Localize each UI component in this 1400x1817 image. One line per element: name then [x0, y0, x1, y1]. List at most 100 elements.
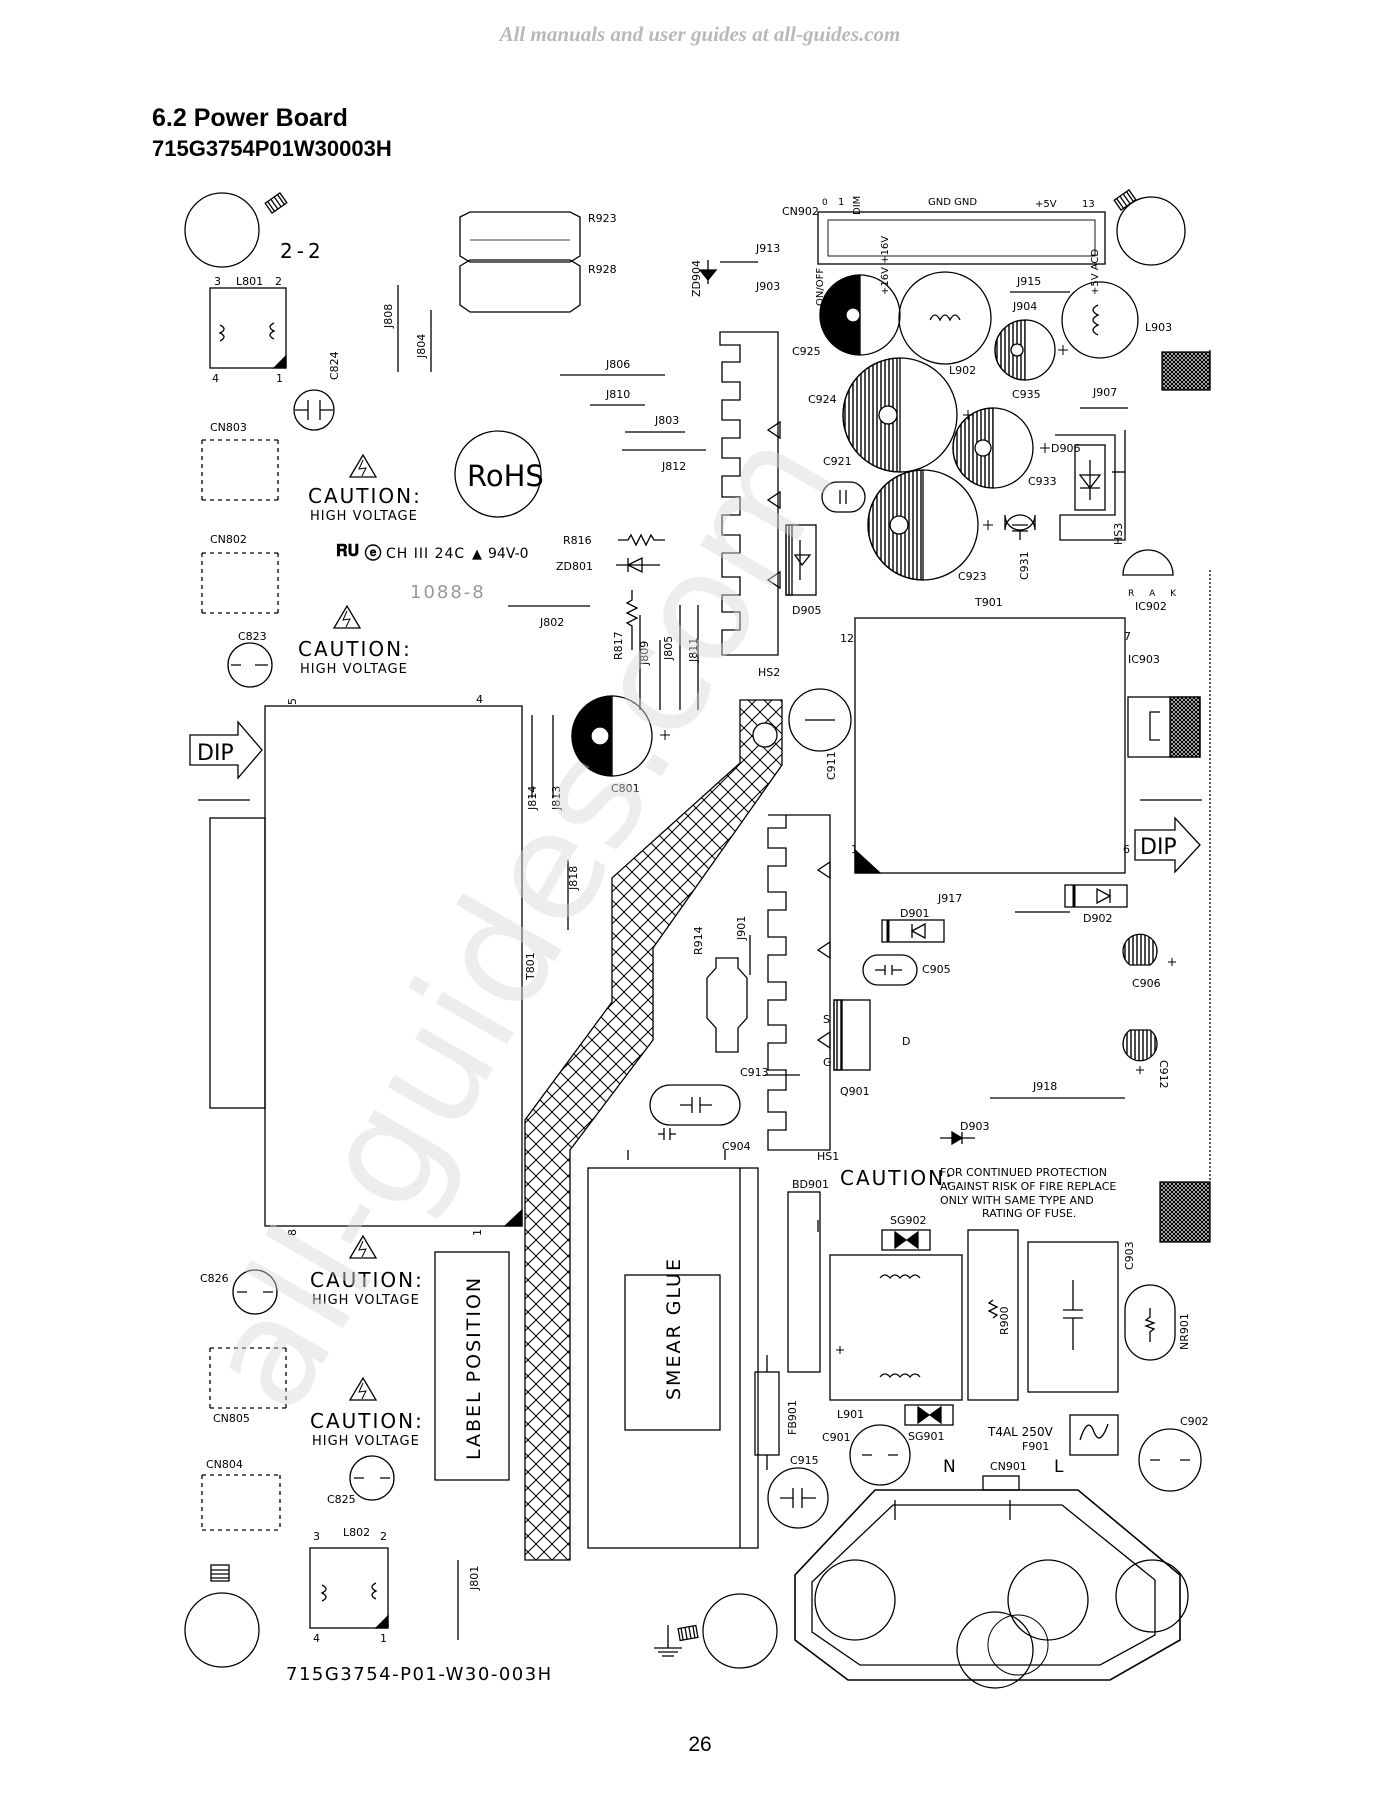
designator-r923: R923 — [588, 212, 617, 225]
designator-c906: C906 — [1132, 977, 1161, 990]
ferrite-fb901 — [754, 1355, 780, 1470]
pin-t901-1: 1 — [851, 843, 858, 856]
caution-title-2: CAUTION: — [298, 637, 412, 661]
designator-hs3: HS3 — [1112, 523, 1125, 545]
designator-cn802: CN802 — [210, 533, 247, 546]
designator-c826: C826 — [200, 1272, 229, 1285]
capacitor-c913 — [649, 1084, 741, 1126]
designator-c921: C921 — [823, 455, 852, 468]
pin-l801-4: 4 — [212, 372, 219, 385]
pin-l801-1: 1 — [276, 372, 283, 385]
capacitor-c903 — [1027, 1241, 1119, 1393]
designator-c905: C905 — [922, 963, 951, 976]
designator-hs2: HS2 — [758, 666, 780, 679]
connector-cn804 — [201, 1474, 281, 1531]
designator-c935: C935 — [1012, 388, 1041, 401]
ground-symbol — [654, 1625, 682, 1657]
designator-c911: C911 — [825, 751, 838, 780]
capacitor-c921 — [821, 481, 866, 513]
connector-cn803 — [201, 439, 279, 501]
section-title: 6.2 Power Board — [152, 104, 348, 132]
resistor-r817-symbol — [625, 590, 639, 650]
designator-j915: J915 — [1016, 275, 1041, 288]
designator-j802: J802 — [539, 616, 564, 629]
pin-l802-1: 1 — [380, 1632, 387, 1645]
designator-j805: J805 — [662, 636, 675, 661]
isolation-crosshatch — [524, 699, 783, 1561]
designator-c801: C801 — [611, 782, 640, 795]
screw-icon — [210, 189, 1137, 1642]
capacitor-c911 — [788, 688, 852, 752]
signal-on-off: ON/OFF — [815, 268, 826, 306]
designator-c901: C901 — [822, 1431, 851, 1444]
designator-cn902: CN902 — [782, 205, 819, 218]
diode-d902 — [1064, 884, 1128, 908]
rohs-logo — [454, 430, 542, 518]
diode-d903 — [940, 1130, 975, 1146]
pin-t901-7: 7 — [1124, 630, 1131, 643]
date-code: 1088-8 — [410, 582, 486, 603]
caution-title-3: CAUTION: — [310, 1268, 424, 1292]
fuse-caution-line-3: ONLY WITH SAME TYPE AND — [940, 1194, 1094, 1207]
pin-q-d: D — [902, 1035, 910, 1048]
designator-j803: J803 — [654, 414, 679, 427]
thermistor-nr901 — [1124, 1284, 1176, 1361]
diode-d905 — [785, 524, 817, 596]
fuse-caution-line-1: FOR CONTINUED PROTECTION — [940, 1166, 1107, 1179]
designator-cn805: CN805 — [213, 1412, 250, 1425]
designator-zd904: ZD904 — [690, 260, 703, 297]
designator-j806: J806 — [605, 358, 630, 371]
cn902-5v: +5V — [1035, 199, 1057, 210]
bulk-capacitor-area — [587, 1150, 759, 1549]
designator-j913: J913 — [755, 242, 780, 255]
capacitor-c824 — [293, 389, 335, 431]
designator-d902: D902 — [1083, 912, 1112, 925]
resistor-r914 — [706, 957, 748, 1053]
designator-sg901: SG901 — [908, 1430, 945, 1443]
certification-marks: CH III 24C — [386, 546, 465, 562]
cn902-pin13: 13 — [1082, 199, 1095, 210]
capacitor-c924 — [842, 357, 973, 473]
capacitor-c933 — [952, 407, 1050, 489]
rohs-text: RoHS — [467, 459, 544, 493]
ac-neutral-label: N — [943, 1457, 956, 1477]
dip-label-left: DIP — [197, 741, 234, 766]
designator-l901: L901 — [837, 1408, 864, 1421]
designator-c925: C925 — [792, 345, 821, 358]
designator-c933: C933 — [1028, 475, 1057, 488]
designator-j901: J901 — [735, 916, 748, 941]
capacitor-c826 — [232, 1269, 278, 1315]
board-edge-right — [1159, 350, 1211, 1243]
designator-j801: J801 — [468, 1566, 481, 1591]
cn902-dim: DIM — [852, 196, 863, 215]
capacitor-c906 — [1122, 933, 1176, 966]
part-number: 715G3754P01W30003H — [152, 136, 392, 161]
fuse-caution-title: CAUTION: — [840, 1166, 954, 1190]
pin-l802-3: 3 — [313, 1530, 320, 1543]
designator-cn804: CN804 — [206, 1458, 243, 1471]
pin-l802-4: 4 — [313, 1632, 320, 1645]
dip-arrow-right — [1134, 816, 1201, 874]
designator-c923: C923 — [958, 570, 987, 583]
connector-cn902 — [817, 211, 1106, 265]
inductor-l801 — [209, 287, 287, 369]
designator-r928: R928 — [588, 263, 617, 276]
resistor-r923 — [459, 211, 581, 263]
designator-c904: C904 — [722, 1140, 751, 1153]
designator-t901: T901 — [974, 596, 1003, 609]
page-number: 26 — [688, 1733, 712, 1756]
designator-r816: R816 — [563, 534, 592, 547]
pin-l801-3: 3 — [214, 275, 221, 288]
designator-c915: C915 — [790, 1454, 819, 1467]
designator-fb901: FB901 — [786, 1400, 799, 1435]
designator-ic902: IC902 — [1135, 600, 1167, 613]
resistor-r816-symbol — [618, 533, 665, 547]
mounting-holes — [184, 192, 1189, 1669]
caution-sub-2: HIGH VOLTAGE — [300, 662, 408, 677]
pin-t801-5: 5 — [286, 698, 299, 705]
inductor-l802 — [309, 1547, 389, 1629]
capacitor-c801 — [571, 695, 670, 777]
dip-arrow-left — [189, 720, 263, 780]
designator-d903: D903 — [960, 1120, 989, 1133]
ic902-pins: R A K — [1128, 589, 1182, 599]
